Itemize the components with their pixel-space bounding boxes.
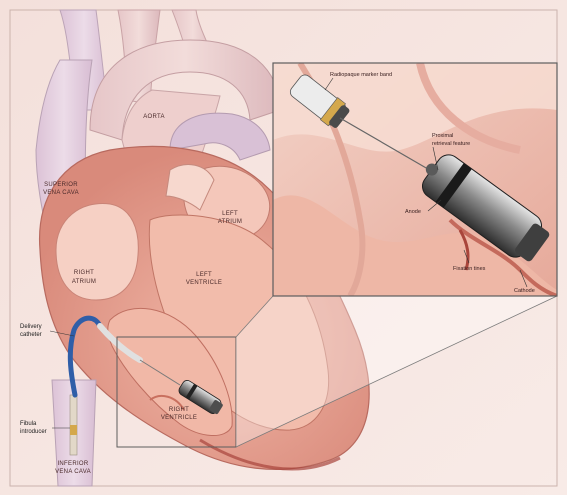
label-left-ventricle-1: LEFT xyxy=(196,272,212,278)
label-superior-vena-cava-2: VENA CAVA xyxy=(43,190,79,196)
label-radiopaque-marker-band: Radiopaque marker band xyxy=(330,72,392,78)
label-right-atrium-1: RIGHT xyxy=(74,270,94,276)
label-right-atrium-2: ATRIUM xyxy=(72,279,96,285)
label-cathode: Cathode xyxy=(514,288,535,294)
label-delivery-catheter-2: catheter xyxy=(20,332,42,338)
label-fixation-tines: Fixation tines xyxy=(453,266,486,272)
label-inferior-vena-cava-1: INFERIOR xyxy=(57,461,88,467)
label-delivery-catheter-1: Delivery xyxy=(20,324,42,330)
label-proximal-retrieval-feature-1: Proximal xyxy=(432,133,453,139)
label-left-ventricle-2: VENTRICLE xyxy=(186,280,222,286)
label-aorta: AORTA xyxy=(143,114,165,120)
label-anode: Anode xyxy=(405,209,421,215)
label-femoral-introducer-2: introducer xyxy=(20,429,47,435)
introducer-band xyxy=(70,425,77,435)
label-right-ventricle-2: VENTRICLE xyxy=(161,415,197,421)
label-left-atrium-2: ATRIUM xyxy=(218,219,242,225)
label-left-atrium-1: LEFT xyxy=(222,211,238,217)
inset-panel xyxy=(273,63,557,296)
label-inferior-vena-cava-2: VENA CAVA xyxy=(55,469,91,475)
label-superior-vena-cava-1: SUPERIOR xyxy=(44,182,78,188)
label-proximal-retrieval-feature-2: retrieval feature xyxy=(432,141,470,147)
label-right-ventricle-1: RIGHT xyxy=(169,407,189,413)
right-atrium xyxy=(56,203,138,300)
label-femoral-introducer-1: Fibula xyxy=(20,421,37,427)
